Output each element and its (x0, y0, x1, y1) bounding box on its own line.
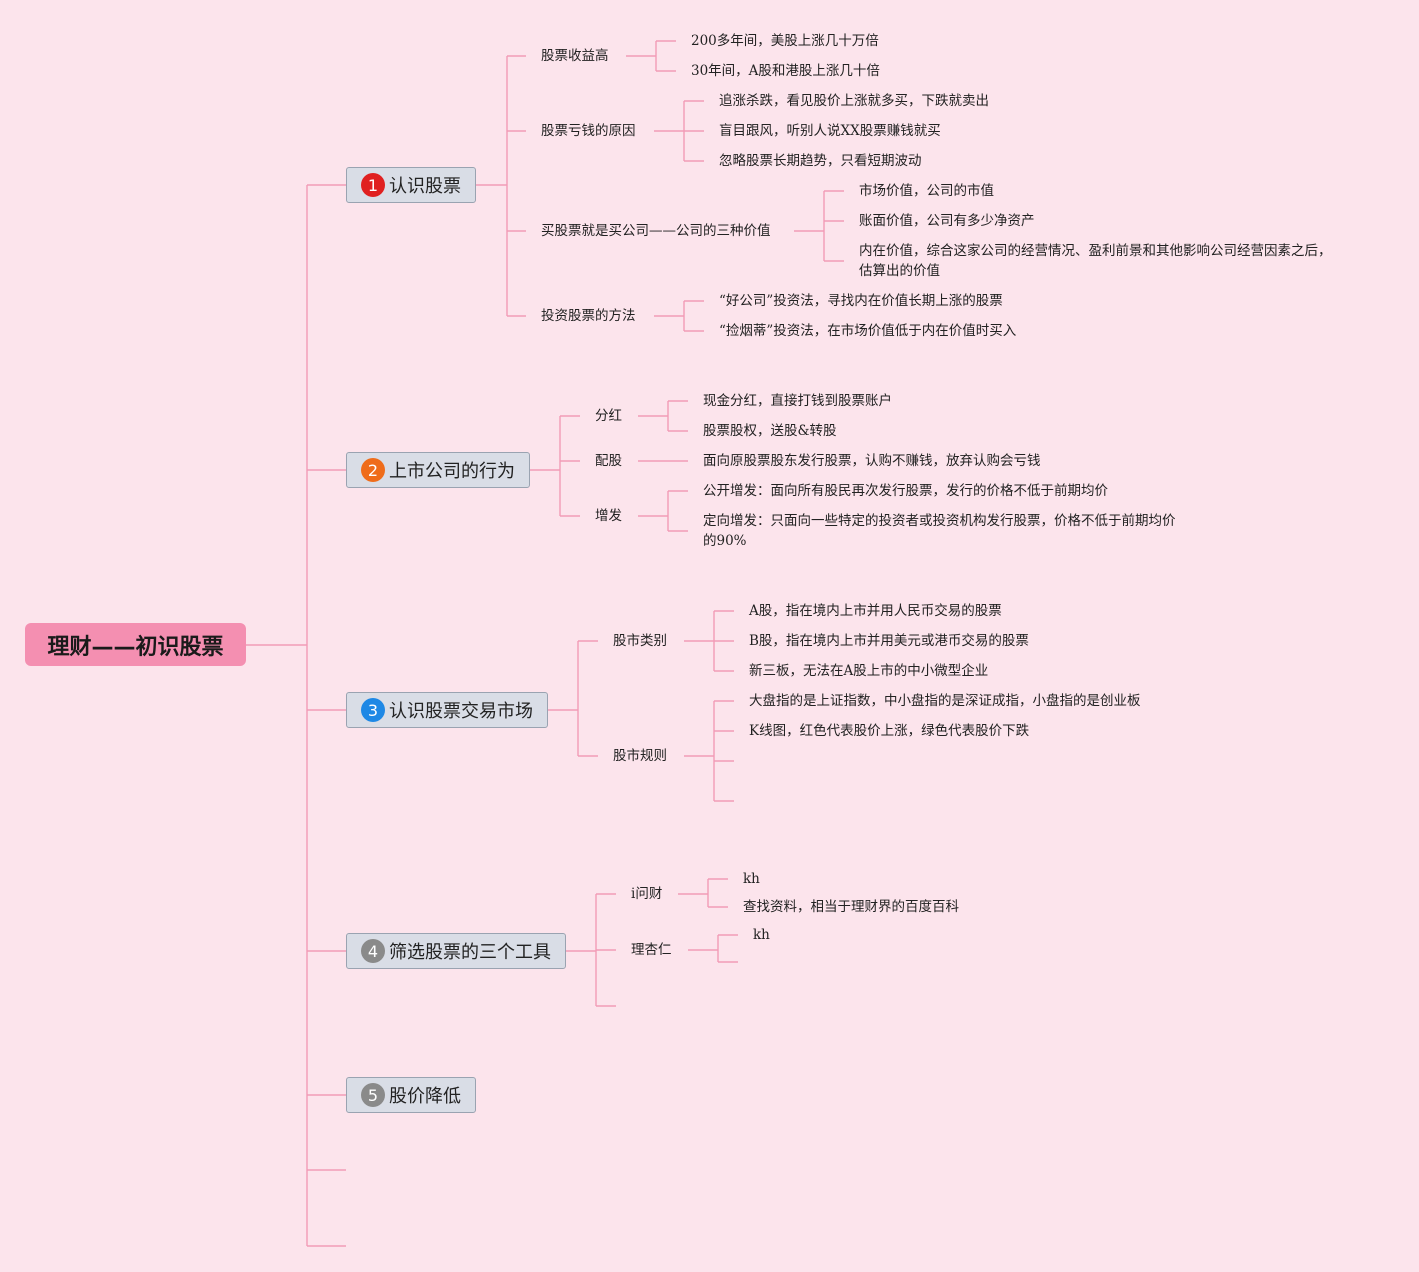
subtopic[interactable]: 增发 (595, 508, 622, 524)
branch-5[interactable]: 5 股价降低 (346, 1077, 476, 1113)
branch-2[interactable]: 2 上市公司的行为 (346, 452, 530, 488)
leaf-topic[interactable]: B股，指在境内上市并用美元或港币交易的股票 (749, 633, 1029, 649)
branch-label: 认识股票 (389, 176, 461, 197)
leaf-topic[interactable]: K线图，红色代表股价上涨，绿色代表股价下跌 (749, 723, 1030, 739)
leaf-topic[interactable]: 新三板，无法在A股上市的中小微型企业 (749, 663, 989, 679)
branch-1[interactable]: 1 认识股票 (346, 167, 476, 203)
leaf-topic[interactable]: 账面价值，公司有多少净资产 (859, 213, 1035, 229)
subtopic[interactable]: 股票收益高 (541, 48, 609, 64)
branch-label: 上市公司的行为 (389, 461, 515, 482)
branch-3[interactable]: 3 认识股票交易市场 (346, 692, 548, 728)
leaf-topic[interactable]: 追涨杀跌，看见股价上涨就多买，下跌就卖出 (719, 93, 989, 109)
leaf-topic[interactable]: 现金分红，直接打钱到股票账户 (703, 393, 892, 409)
subtopic[interactable]: 投资股票的方法 (541, 308, 636, 324)
subtopic[interactable]: 股市规则 (613, 748, 667, 764)
branch-label: 认识股票交易市场 (389, 701, 533, 722)
number-badge-icon: 1 (361, 173, 385, 197)
subtopic[interactable]: 分红 (595, 408, 622, 424)
leaf-topic[interactable]: 内在价值，综合这家公司的经营情况、盈利前景和其他影响公司经营因素之后， (859, 243, 1332, 259)
number-badge-icon: 4 (361, 939, 385, 963)
subtopic[interactable]: 股市类别 (613, 633, 667, 649)
branch-label: 筛选股票的三个工具 (389, 942, 551, 963)
leaf-topic[interactable]: 市场价值，公司的市值 (859, 183, 994, 199)
leaf-topic[interactable]: 大盘指的是上证指数，中小盘指的是深证成指，小盘指的是创业板 (749, 693, 1141, 709)
root-topic[interactable]: 理财——初识股票 (25, 623, 246, 666)
leaf-topic[interactable]: 公开增发：面向所有股民再次发行股票，发行的价格不低于前期均价 (703, 483, 1108, 499)
subtopic[interactable]: 股票亏钱的原因 (541, 123, 636, 139)
leaf-topic-continued: 估算出的价值 (859, 263, 940, 279)
leaf-topic[interactable]: “好公司”投资法，寻找内在价值长期上涨的股票 (719, 293, 1003, 309)
subtopic[interactable]: 买股票就是买公司——公司的三种价值 (541, 223, 771, 239)
number-badge-icon: 3 (361, 698, 385, 722)
leaf-topic[interactable]: 查找资料，相当于理财界的百度百科 (743, 899, 959, 915)
leaf-topic[interactable]: 面向原股票股东发行股票，认购不赚钱，放弃认购会亏钱 (703, 453, 1041, 469)
leaf-topic[interactable]: 忽略股票长期趋势，只看短期波动 (719, 153, 922, 169)
leaf-topic[interactable]: kh (743, 871, 760, 887)
subtopic[interactable]: 配股 (595, 453, 622, 469)
subtopic[interactable]: 理杏仁 (631, 942, 672, 958)
branch-label: 股价降低 (389, 1086, 461, 1107)
leaf-topic[interactable]: “捡烟蒂”投资法，在市场价值低于内在价值时买入 (719, 323, 1017, 339)
leaf-topic[interactable]: 200多年间，美股上涨几十万倍 (691, 33, 879, 49)
leaf-topic[interactable]: kh (753, 927, 770, 943)
leaf-topic[interactable]: 股票股权，送股&转股 (703, 423, 837, 439)
leaf-topic[interactable]: 定向增发：只面向一些特定的投资者或投资机构发行股票，价格不低于前期均价 (703, 513, 1176, 529)
number-badge-icon: 5 (361, 1083, 385, 1107)
leaf-topic[interactable]: A股，指在境内上市并用人民币交易的股票 (749, 603, 1002, 619)
subtopic[interactable]: i问财 (631, 886, 663, 902)
branch-4[interactable]: 4 筛选股票的三个工具 (346, 933, 566, 969)
number-badge-icon: 2 (361, 458, 385, 482)
leaf-topic[interactable]: 30年间，A股和港股上涨几十倍 (691, 63, 880, 79)
leaf-topic-continued: 的90% (703, 533, 747, 549)
leaf-topic[interactable]: 盲目跟风，听别人说XX股票赚钱就买 (719, 123, 941, 139)
